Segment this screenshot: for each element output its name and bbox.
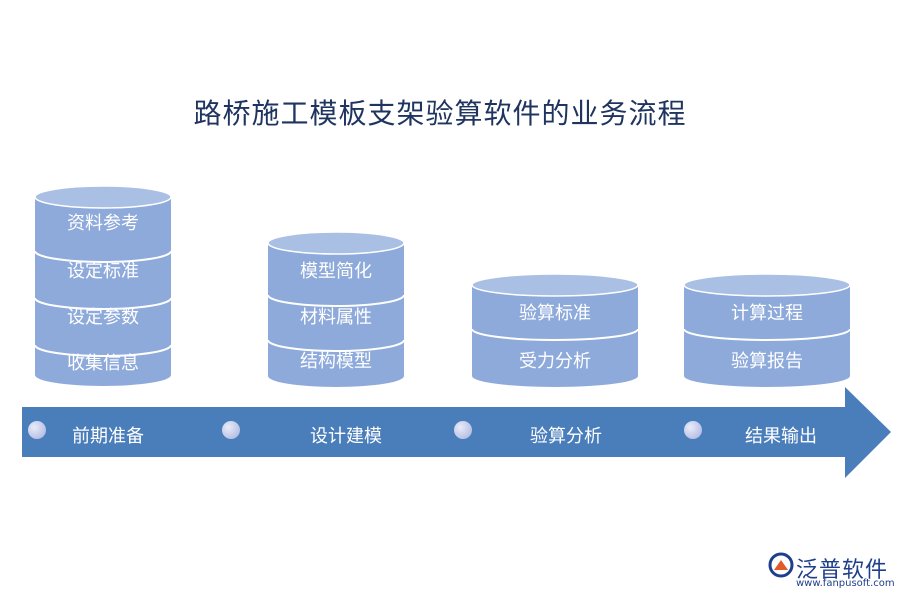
logo-url: www.fanpusoft.com [796, 578, 895, 589]
disc-label: 验算标准 [519, 303, 591, 324]
stage-label-analysis: 验算分析 [530, 426, 602, 447]
disc-label: 材料属性 [300, 307, 372, 328]
stage-dot [222, 421, 240, 439]
disc-label: 验算报告 [731, 351, 803, 372]
stack-modeling-graphic [267, 231, 405, 387]
stage-label-modeling: 设计建模 [310, 426, 382, 447]
disc-label: 收集信息 [67, 353, 139, 374]
disc-label: 设定参数 [67, 307, 139, 328]
disc-label: 设定标准 [67, 261, 139, 282]
disc-label: 资料参考 [67, 213, 139, 234]
brand-logo: 泛普软件 www.fanpusoft.com [768, 552, 895, 592]
stage-dot [28, 421, 46, 439]
fanpu-logo-icon [768, 552, 794, 578]
disc-label: 计算过程 [731, 303, 803, 324]
diagram-title: 路桥施工模板支架验算软件的业务流程 [193, 97, 687, 130]
logo-text: 泛普软件 [796, 558, 889, 583]
stage-label-preparation: 前期准备 [72, 426, 144, 447]
stack-preparation: 资料参考 设定标准 设定参数 收集信息 [33, 183, 173, 388]
disc-label: 结构模型 [300, 351, 372, 372]
disc-label: 模型简化 [300, 261, 372, 282]
stack-output: 计算过程 验算报告 [682, 271, 852, 389]
stack-analysis-graphic [471, 273, 639, 387]
stack-modeling: 模型简化 材料属性 结构模型 [266, 229, 406, 389]
stage-label-output: 结果输出 [745, 426, 817, 447]
stage-dot [684, 421, 702, 439]
stage-dot [454, 421, 472, 439]
stack-output-graphic [683, 273, 851, 387]
stack-analysis: 验算标准 受力分析 [470, 271, 640, 389]
stack-preparation-graphic [34, 185, 172, 386]
disc-label: 受力分析 [519, 351, 591, 372]
